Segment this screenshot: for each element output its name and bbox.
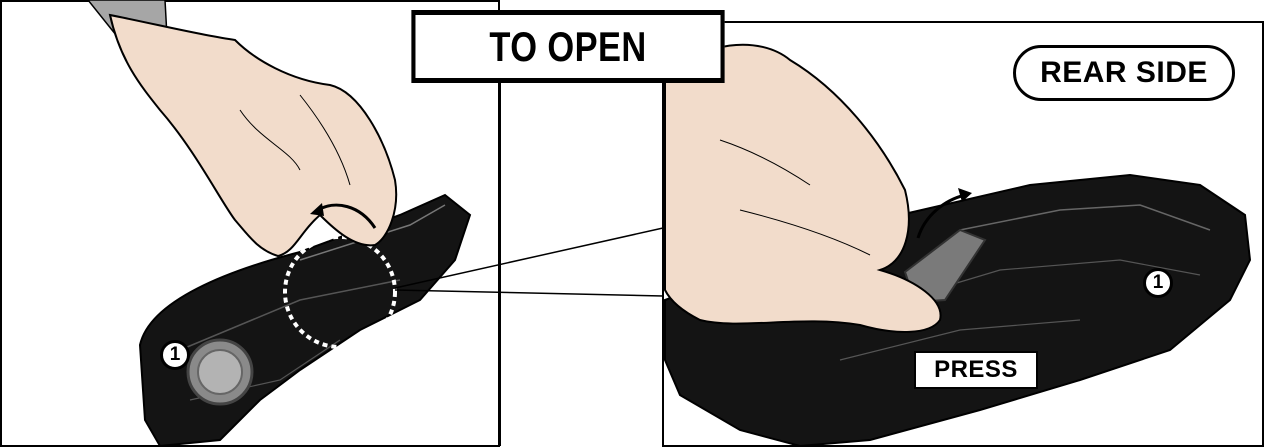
page-title: TO OPEN	[411, 10, 724, 83]
rear-side-label: REAR SIDE	[1013, 45, 1235, 101]
callout-number-right: 1	[1143, 268, 1173, 298]
callout-number-left: 1	[160, 340, 190, 370]
press-label: PRESS	[914, 351, 1038, 389]
